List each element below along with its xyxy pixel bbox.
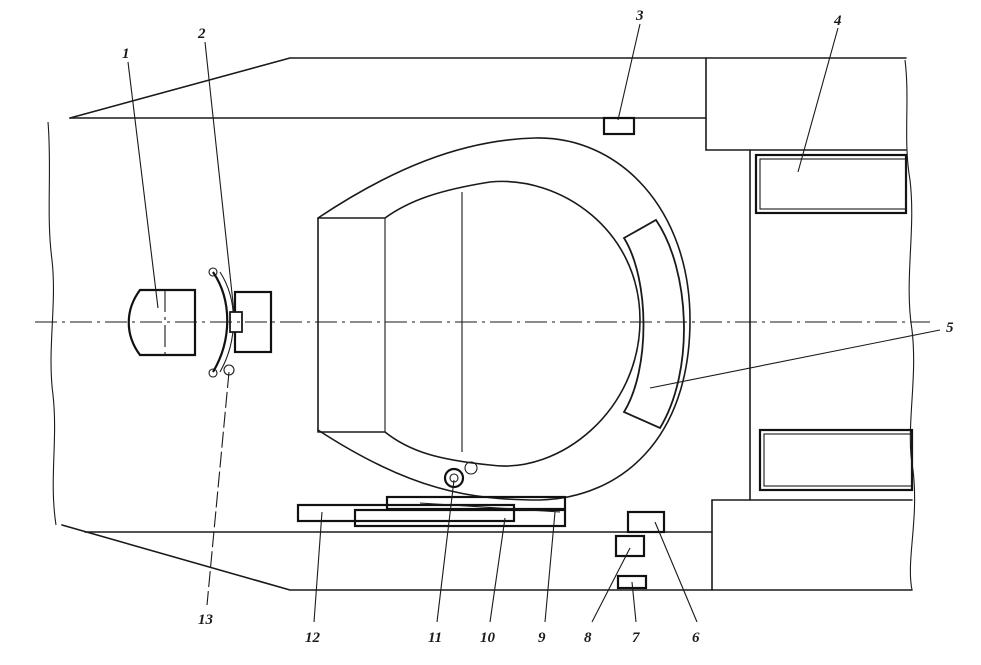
part-10-plate	[353, 508, 567, 528]
callout-6: 6	[692, 630, 700, 646]
callout-8: 8	[584, 630, 592, 646]
part-5-ammo-rack	[622, 218, 685, 430]
part-3-box	[602, 116, 636, 136]
callout-5: 5	[946, 320, 954, 336]
callout-2: 2	[197, 26, 206, 42]
callout-1: 1	[122, 46, 130, 62]
deck-lines	[69, 117, 713, 533]
callout-12: 12	[305, 630, 321, 646]
part-11-pivot	[443, 461, 478, 489]
callout-9: 9	[538, 630, 546, 646]
part-12-rail	[296, 503, 516, 523]
callout-3: 3	[635, 8, 644, 24]
part-8-box	[614, 534, 646, 558]
turret-ring	[317, 137, 691, 501]
part-2-periscope	[208, 267, 273, 378]
bulkhead	[705, 57, 913, 591]
callout-10: 10	[480, 630, 496, 646]
callout-4: 4	[833, 13, 842, 29]
turret-body	[317, 180, 641, 467]
callout-labels: 1 2 3 4 5 6 7 8 9 10 11 12 13	[122, 8, 954, 646]
part-9-plate	[385, 495, 567, 513]
hull-outline	[47, 57, 916, 591]
callout-13: 13	[198, 612, 214, 628]
callout-11: 11	[428, 630, 442, 646]
part-1-seat	[127, 288, 197, 357]
callout-7: 7	[632, 630, 640, 646]
part-4-boxes	[754, 153, 914, 492]
leader-lines	[127, 23, 941, 623]
part-6-box	[626, 510, 666, 534]
part-7-box	[616, 574, 648, 590]
